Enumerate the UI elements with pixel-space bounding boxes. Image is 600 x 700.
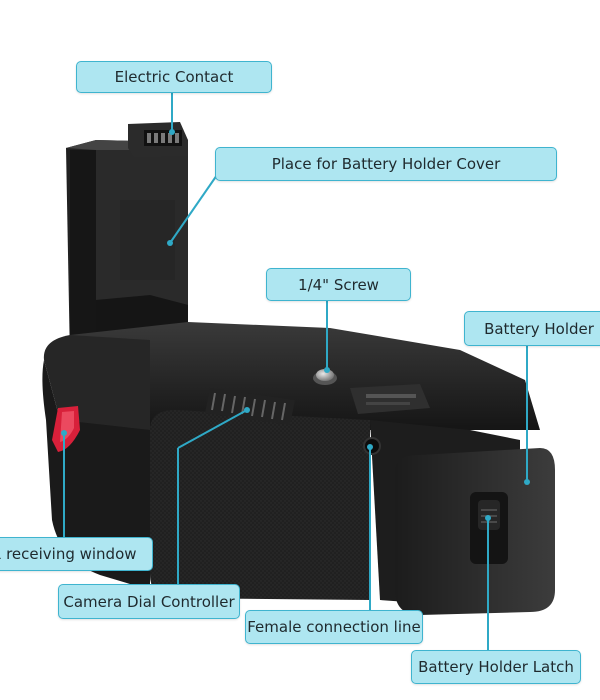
electric-contact-label: Electric Contact — [76, 61, 272, 93]
dial-controller-label: Camera Dial Controller — [58, 584, 240, 619]
leader-dots — [61, 129, 530, 521]
battery-holder-insert — [66, 140, 188, 360]
leader-lines — [63, 93, 528, 650]
grip-body — [42, 322, 555, 615]
ir-window-label: IR receiving window — [0, 537, 153, 571]
tripod-screw — [313, 369, 337, 385]
camera-dial — [205, 388, 295, 425]
electric-contact — [128, 122, 188, 158]
screw-label: 1/4" Screw — [266, 268, 411, 301]
holder-latch-label: Battery Holder Latch — [411, 650, 581, 684]
female-connection-label: Female connection line — [245, 610, 423, 644]
battery-holder-label: Battery Holder — [464, 311, 600, 346]
battery-holder-cover-label: Place for Battery Holder Cover — [215, 147, 557, 181]
